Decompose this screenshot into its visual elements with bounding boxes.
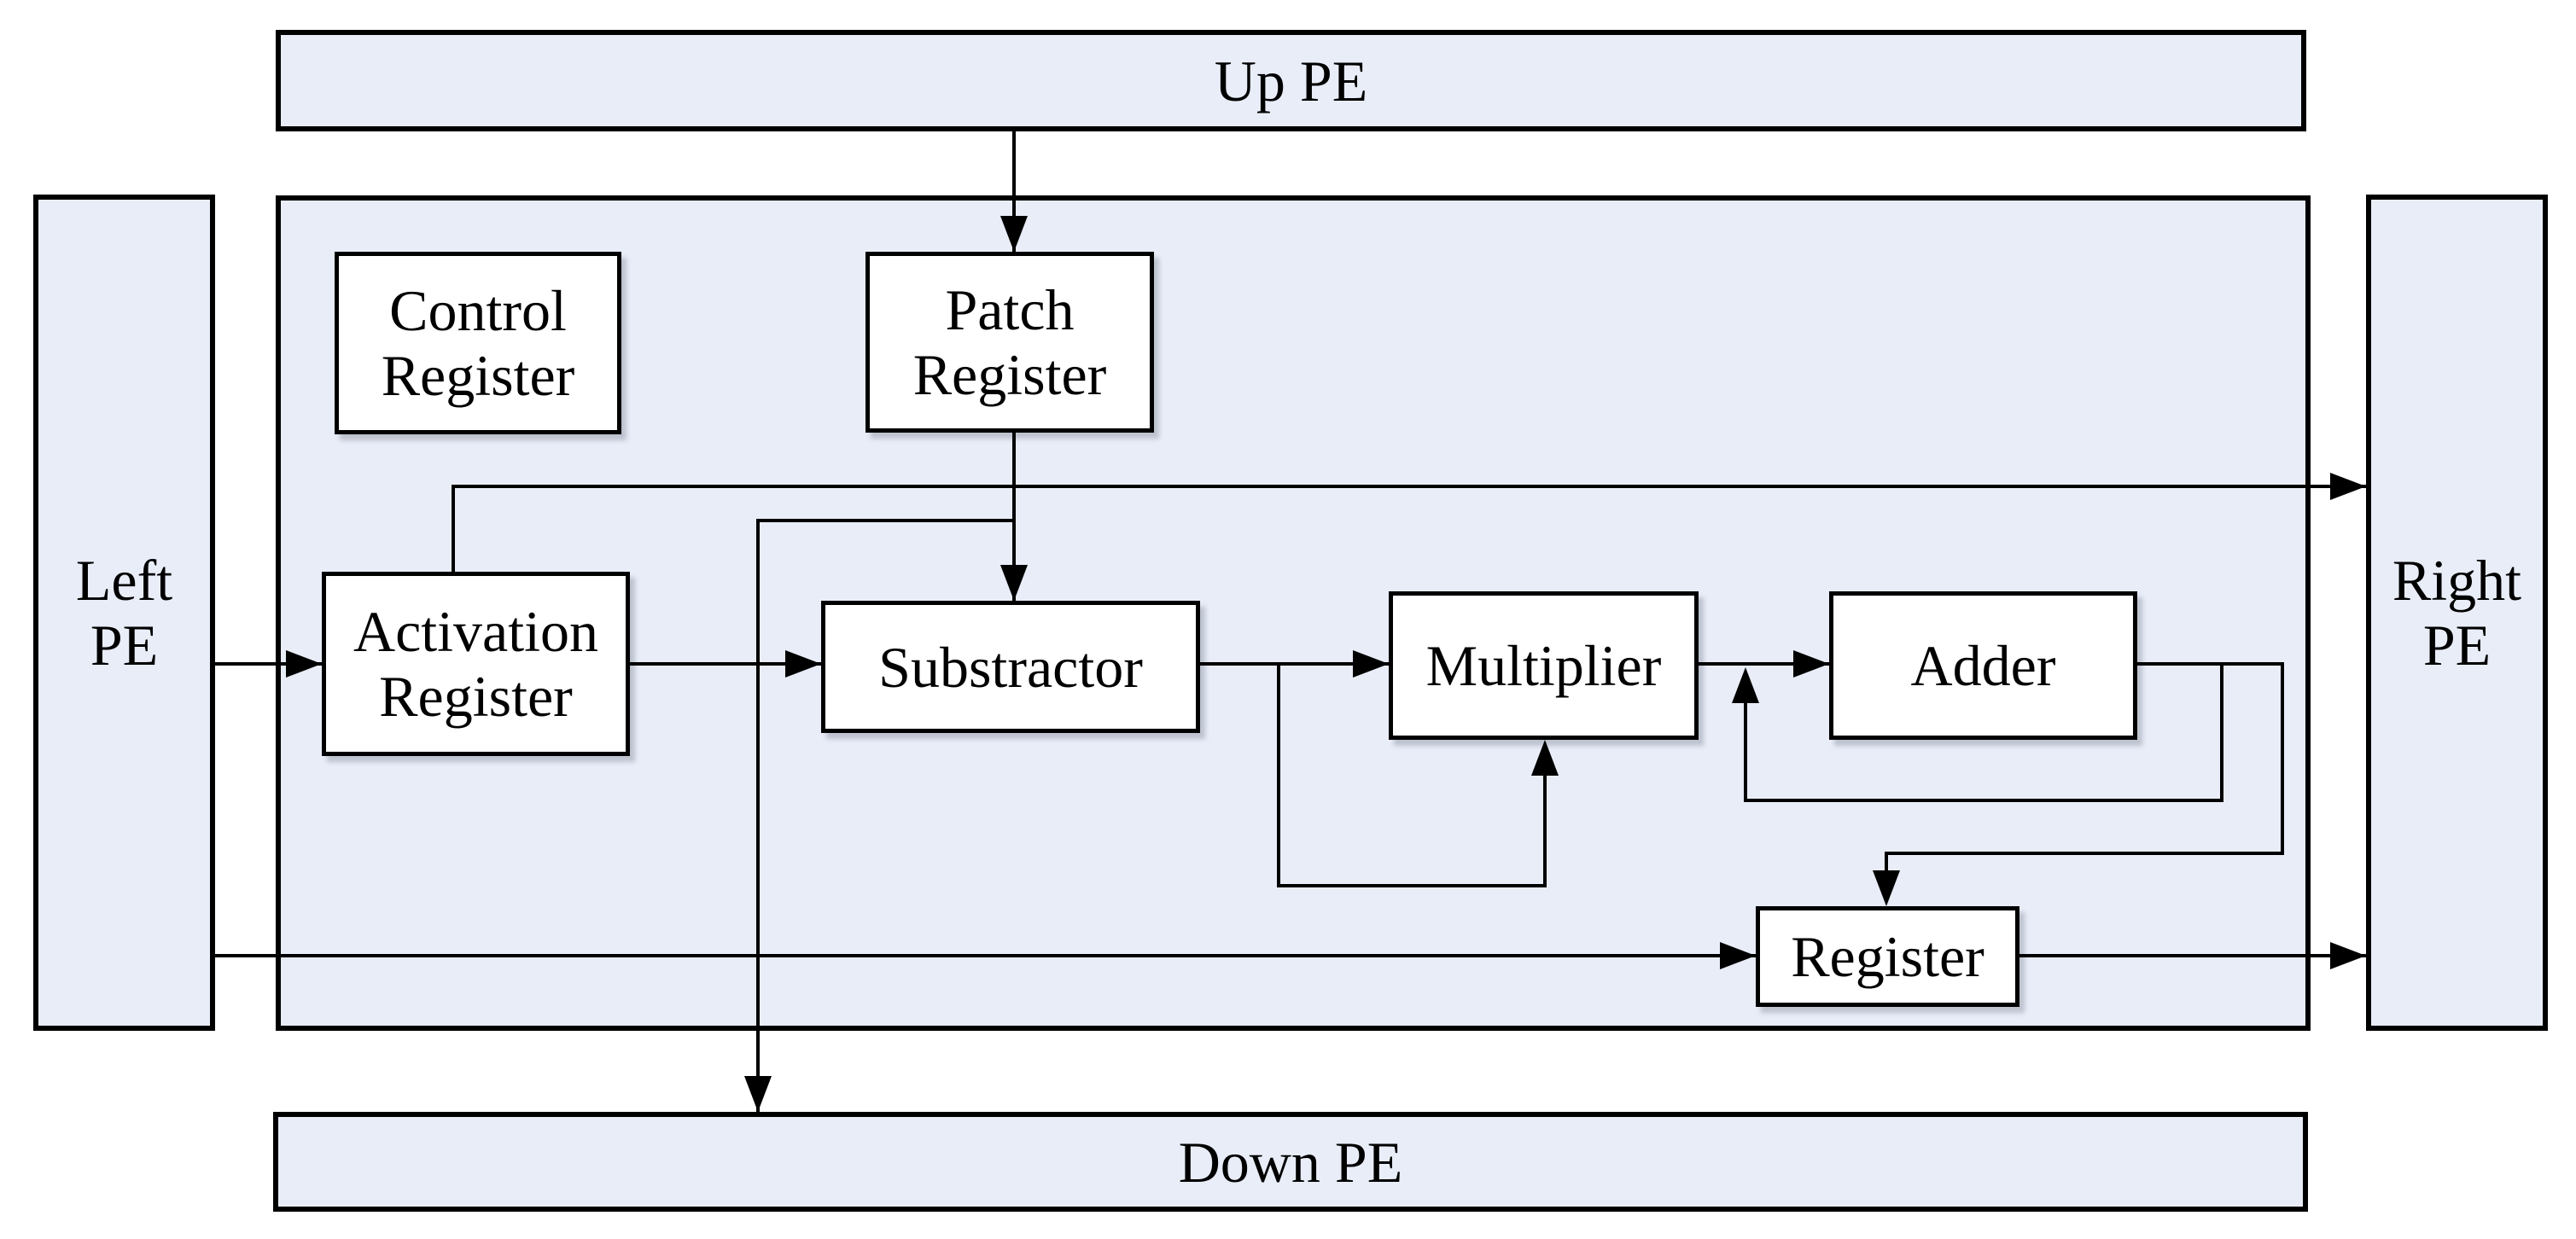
wire-adder-to-register-left [1885,852,2284,855]
wire-adder-output [2137,662,2284,666]
wire-leftpe-to-register [214,954,1756,957]
wire-adder-to-register-stub [1885,852,1888,879]
wire-sub-detour-up [1543,768,1547,887]
wire-activation-to-substractor [630,662,821,666]
node-register: Register [1756,906,2019,1007]
arrowhead-substractor-to-multiplier [1353,650,1389,678]
arrowhead-to-downpe [744,1076,772,1112]
wire-patch-branch-to-downpe [756,519,760,1112]
node-multiplier: Multiplier [1389,591,1699,740]
wire-sub-detour-down [1277,662,1280,887]
arrowhead-patch-to-substractor [1000,565,1028,601]
wire-substractor-to-multiplier [1200,662,1389,666]
node-patch-register: Patch Register [865,252,1154,433]
arrowhead-into-multiplier-bottom [1531,740,1559,776]
node-down-pe: Down PE [273,1112,2308,1212]
wire-activation-to-rightpe [452,485,2366,488]
wire-register-to-rightpe [2019,954,2366,957]
arrowhead-feedback-into-adder-input [1732,667,1759,703]
wire-adder-feedback-down [2220,662,2223,802]
wire-adder-feedback-bottom [1744,799,2223,802]
arrowhead-leftpe-to-activation [286,650,322,678]
wire-patch-to-substractor [1012,431,1016,601]
arrowhead-leftpe-to-register [1720,942,1756,969]
node-left-pe: Left PE [33,195,215,1031]
wire-sub-detour-bottom [1277,884,1547,887]
arrowhead-uppe-to-patch [1000,216,1028,252]
arrowhead-into-register-top [1873,870,1900,906]
wire-uppe-to-patch [1012,130,1016,252]
arrowhead-multiplier-to-adder [1793,650,1829,678]
wire-leftpe-to-activation [214,662,322,666]
node-activation-register: Activation Register [322,572,630,756]
node-substractor: Substractor [821,601,1200,733]
node-adder: Adder [1829,591,2137,740]
node-control-register: Control Register [335,252,621,434]
arrowhead-register-to-rightpe [2330,942,2366,969]
arrowhead-activation-to-rightpe [2330,473,2366,500]
wire-adder-feedback-up [1744,700,1747,802]
wire-adder-to-register-down [2281,662,2284,855]
wire-activation-stub-up [452,485,455,573]
node-right-pe: Right PE [2366,195,2548,1031]
wire-multiplier-to-adder [1699,662,1829,666]
node-up-pe: Up PE [276,30,2306,131]
arrowhead-activation-to-substractor [785,650,821,678]
wire-patch-branch-horizontal [758,519,1014,522]
